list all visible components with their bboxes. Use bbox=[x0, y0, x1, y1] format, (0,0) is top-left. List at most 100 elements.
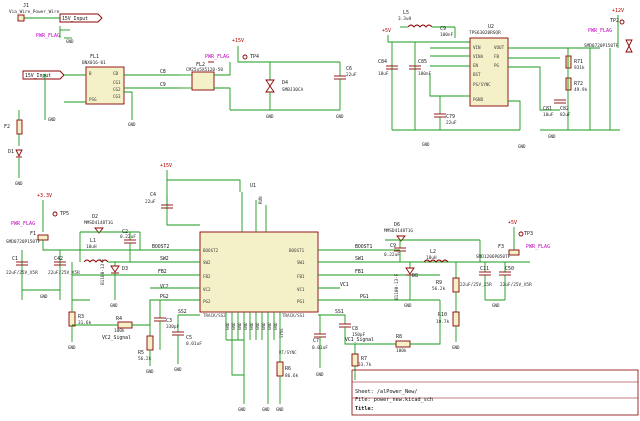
svg-text:R7: R7 bbox=[361, 356, 367, 362]
svg-text:SS2: SS2 bbox=[178, 309, 187, 315]
svg-text:GND: GND bbox=[225, 322, 230, 330]
capacitor-c84[interactable]: C84 10uF bbox=[378, 59, 398, 77]
diode-d6[interactable]: D6 MMSD4148T1G bbox=[384, 222, 480, 242]
resistor-r4[interactable]: R4 100k bbox=[72, 299, 200, 334]
resistor-r72[interactable]: R72 49.9k bbox=[565, 77, 588, 93]
resistor-r9[interactable]: R9 56.2k bbox=[432, 262, 460, 312]
svg-text:C9: C9 bbox=[440, 26, 446, 32]
svg-text:C42: C42 bbox=[54, 256, 63, 262]
capacitor-c2[interactable]: C2 0.22uF bbox=[120, 229, 136, 262]
inductor-l5[interactable]: L5 3.3uH bbox=[398, 10, 455, 28]
capacitor-c8[interactable]: C8 150pF bbox=[339, 318, 420, 345]
net-label-vc1-signal: VC1_Signal bbox=[345, 337, 374, 343]
svg-text:F1: F1 bbox=[30, 231, 36, 237]
tvs-diode-d5[interactable] bbox=[625, 39, 633, 53]
title-label: Title: bbox=[355, 406, 374, 412]
svg-text:U1: U1 bbox=[250, 183, 256, 189]
svg-text:C1: C1 bbox=[12, 256, 18, 262]
svg-text:C85: C85 bbox=[418, 59, 427, 65]
svg-text:10.7k: 10.7k bbox=[436, 319, 450, 325]
resistor-r3[interactable]: R3 31.6k GND bbox=[68, 300, 92, 350]
svg-text:C81: C81 bbox=[543, 106, 552, 112]
capacitor-c79[interactable]: C79 22uF bbox=[434, 96, 457, 130]
schottky-d3[interactable]: D3 B1100-13-F GND bbox=[100, 258, 128, 308]
resistor-r7[interactable]: R7 33.7k bbox=[351, 344, 372, 380]
fuse-f3[interactable]: F3 SMD1206P050TF bbox=[476, 244, 520, 260]
resistor-r6[interactable]: R6 86.6k GND bbox=[276, 340, 299, 412]
capacitor-c7[interactable]: C7 0.01uF GND bbox=[312, 315, 328, 377]
pwr-flag-12v: PWR_FLAG bbox=[588, 28, 612, 34]
test-point-tp4[interactable]: TP4 bbox=[242, 54, 259, 60]
ic-u1[interactable]: U1 BOOST2 SW2 FB2 VC2 PG2 TRACK/SS2 BOOS… bbox=[199, 183, 319, 318]
inductor-l2[interactable]: L2 18uH bbox=[423, 249, 449, 263]
test-point-tp3[interactable]: TP3 bbox=[518, 231, 533, 237]
resistor-r8[interactable]: R8 100k bbox=[395, 300, 441, 354]
svg-text:TP4: TP4 bbox=[250, 54, 259, 60]
test-point-tp2[interactable]: TP2 bbox=[610, 18, 625, 25]
svg-text:150pF: 150pF bbox=[352, 332, 366, 338]
capacitor-c4[interactable]: C4 22uF bbox=[145, 192, 173, 209]
svg-text:+12V: +12V bbox=[612, 8, 624, 14]
net-label-vc2-signal: VC2_Signal bbox=[102, 335, 131, 341]
tvs-diode-d4[interactable]: D4 SMBJ30CA GND bbox=[265, 62, 304, 119]
led-d1[interactable]: D1 GND bbox=[8, 149, 23, 186]
resistor-r71[interactable]: R71 931k bbox=[565, 55, 585, 71]
svg-text:FB: FB bbox=[494, 54, 500, 59]
net-label-15v-input-top: 15V_Input bbox=[59, 13, 103, 23]
capacitor-c50[interactable]: C50 22uF/25V_X5R bbox=[499, 262, 532, 300]
svg-text:GND: GND bbox=[243, 322, 248, 330]
svg-text:C84: C84 bbox=[378, 59, 387, 65]
test-point-tp5[interactable]: TP5 bbox=[52, 211, 69, 217]
svg-text:FB1: FB1 bbox=[297, 274, 305, 279]
svg-text:F2: F2 bbox=[4, 124, 10, 130]
resistor-r5[interactable]: R5 56.2k GND bbox=[138, 300, 154, 374]
svg-text:VIN: VIN bbox=[473, 45, 481, 50]
svg-text:CG3: CG3 bbox=[113, 94, 121, 99]
sheet-name: Sheet: /alPower_New/ bbox=[355, 389, 417, 395]
capacitor-c81[interactable]: C81 10uF bbox=[543, 106, 554, 118]
svg-text:PWR_FLAG: PWR_FLAG bbox=[526, 244, 550, 250]
filter-fl1[interactable]: FL1 BNX016-01 B PSG CB CG1 CG2 CG3 bbox=[82, 54, 125, 105]
svg-text:BOOST1: BOOST1 bbox=[355, 244, 372, 250]
fuse-f3-top[interactable]: SMD0720P150TF bbox=[584, 43, 619, 49]
capacitor-c6[interactable]: C6 22uF bbox=[334, 62, 357, 110]
schottky-d8[interactable]: D8 B1100-13-F GND bbox=[394, 262, 418, 308]
capacitor-c85[interactable]: C85 100nF bbox=[409, 42, 432, 130]
svg-text:33.7k: 33.7k bbox=[358, 362, 372, 368]
common-mode-choke-fl2[interactable]: FL2 CM25x5X5120-50 bbox=[180, 62, 231, 110]
resistor-r10[interactable]: R10 10.7k GND bbox=[436, 311, 460, 350]
svg-text:MMSD4148T1G: MMSD4148T1G bbox=[84, 220, 113, 226]
svg-text:RUN: RUN bbox=[258, 196, 263, 204]
svg-text:GND: GND bbox=[267, 322, 272, 330]
svg-text:BOOST2: BOOST2 bbox=[203, 248, 219, 253]
svg-text:56.2k: 56.2k bbox=[138, 356, 152, 362]
capacitor-c5[interactable]: C5 0.01uF GND bbox=[172, 315, 202, 372]
capacitor-c11[interactable]: C11 22uF/25V_X5R bbox=[460, 262, 492, 300]
svg-text:F3: F3 bbox=[498, 244, 504, 250]
svg-text:GND: GND bbox=[276, 407, 284, 412]
svg-text:PG: PG bbox=[494, 63, 500, 68]
title-block: Sheet: /alPower_New/ File: power_new.kic… bbox=[351, 369, 639, 416]
svg-text:TRACK/SS1: TRACK/SS1 bbox=[282, 313, 305, 318]
capacitor-c42[interactable]: C42 22uF/25V_X5R bbox=[48, 256, 80, 276]
u1-bottom-pins: GND GND GND GND GND GND GND GND GND SYNC bbox=[225, 312, 284, 341]
inductor-l1[interactable]: L1 10uH bbox=[83, 238, 200, 263]
svg-text:GND: GND bbox=[110, 303, 118, 308]
svg-text:22uF/25V_X5R: 22uF/25V_X5R bbox=[460, 282, 492, 288]
fuse-f2[interactable]: F2 bbox=[4, 110, 23, 146]
capacitor-c82[interactable]: C82 82uF bbox=[554, 99, 571, 118]
capacitor-c1[interactable]: C1 22uF/25V_X5R bbox=[6, 256, 38, 276]
svg-text:GND: GND bbox=[66, 39, 74, 44]
svg-text:VOUT: VOUT bbox=[494, 45, 505, 50]
svg-text:GND: GND bbox=[237, 322, 242, 330]
capacitor-c3[interactable]: C3 330pF bbox=[154, 300, 180, 350]
svg-text:100k: 100k bbox=[114, 328, 125, 334]
net-label-15v-input-mid: 15V_Input bbox=[22, 70, 65, 80]
fuse-f1[interactable]: F1 SMD0720P150TF bbox=[6, 231, 49, 245]
svg-text:+5V: +5V bbox=[382, 28, 391, 34]
ic-u2[interactable]: U2 TPS63020RSQR VIN VINA EN BST PS/SYNC … bbox=[469, 24, 509, 107]
svg-text:+15V: +15V bbox=[232, 38, 244, 44]
capacitor-c9-top[interactable]: C9 100nF bbox=[440, 26, 454, 38]
capacitor-c9-bottom[interactable]: C9 0.22uF bbox=[384, 240, 406, 262]
